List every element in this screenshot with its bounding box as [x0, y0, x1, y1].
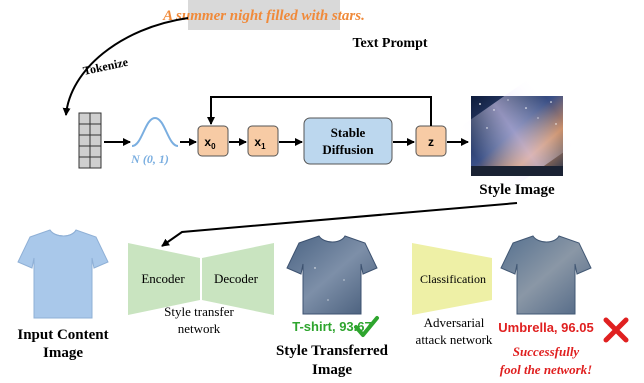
adversarial-note-line2: fool the network!: [500, 362, 592, 377]
input-content-line1: Input Content: [17, 327, 108, 343]
latent-x0: [197, 125, 229, 157]
transferred-line1: Style Transferred: [276, 343, 389, 359]
style-transfer-line2: network: [178, 321, 221, 336]
latent-x0-text: x0: [204, 135, 216, 151]
classification-label: Classification: [420, 272, 486, 286]
arrow-style-to-encoder: [161, 202, 518, 247]
check-icon: [354, 316, 379, 337]
prompt-text: A summer night filled with stars.: [162, 8, 365, 24]
transferred-line2: Image: [312, 362, 352, 378]
decoder-block: [202, 243, 274, 315]
latent-x1: [247, 125, 279, 157]
gaussian-curve: [131, 116, 179, 147]
latent-z-text: z: [428, 135, 434, 149]
transferred-result: T-shirt, 93.67: [292, 319, 371, 334]
prompt-box: [188, 0, 340, 30]
noise-label: N (0, 1): [130, 152, 169, 166]
adversarial-tshirt-image: [500, 235, 592, 315]
tokenize-arrow: [62, 17, 189, 116]
adversarial-result: Umbrella, 96.05: [498, 320, 593, 335]
styled-tshirt-image: [286, 235, 378, 315]
encoder-block: [128, 243, 200, 315]
style-transfer-line1: Style transfer: [164, 304, 234, 319]
input-content-line2: Image: [43, 345, 83, 361]
tshirt-icon: [17, 229, 109, 319]
attack-line2: attack network: [416, 332, 493, 347]
night-sky-image: [456, 76, 578, 196]
style-image-label: Style Image: [479, 182, 555, 198]
prompt-label: Text Prompt: [352, 36, 427, 51]
loop-arrow: [207, 96, 432, 126]
tokenize-label: Tokenize: [82, 55, 130, 78]
stable-diffusion-line2: Diffusion: [322, 142, 374, 157]
classification-block: [412, 243, 492, 315]
decoder-label: Decoder: [214, 271, 259, 286]
attack-line1: Adversarial: [424, 315, 485, 330]
adversarial-note-line1: Successfully: [513, 344, 580, 359]
latent-x1-text: x1: [254, 135, 266, 151]
stable-diffusion-line1: Stable: [331, 125, 366, 140]
stable-diffusion-box: [303, 117, 393, 165]
token-grid: [78, 112, 102, 169]
encoder-label: Encoder: [141, 271, 185, 286]
cross-icon: [603, 317, 629, 343]
